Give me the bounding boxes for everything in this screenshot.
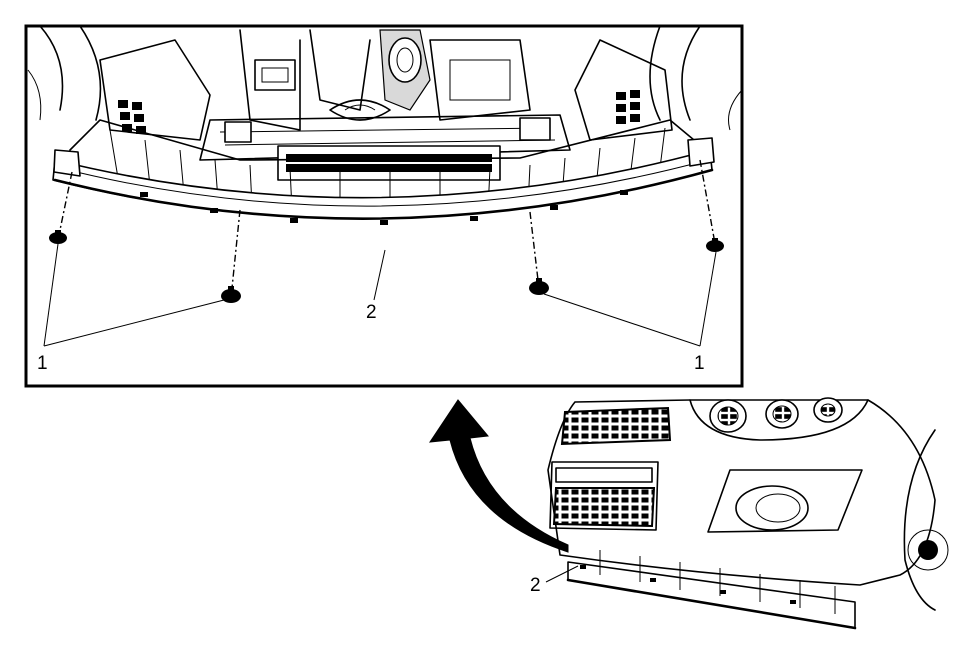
vehicle-front-overview: 2 (530, 397, 949, 630)
fastener-alignment-lines (59, 159, 715, 289)
push-pin-fastener (221, 286, 241, 303)
detail-frame (24, 24, 744, 388)
wheel-arch-right (649, 26, 742, 131)
lower-grille (549, 461, 659, 531)
push-pin-fastener (706, 238, 724, 252)
upper-grille (560, 406, 672, 446)
splash-shield-right (574, 39, 673, 141)
front-air-deflector (52, 137, 715, 225)
lower-grille-opening (277, 145, 501, 181)
front-wheel (903, 429, 949, 611)
detail-view: 1 1 2 (24, 24, 744, 388)
leader-lines (43, 243, 717, 347)
view-direction-arrow (428, 399, 569, 553)
callout-fastener-right: 1 (694, 353, 705, 374)
push-pin-fastener (529, 278, 549, 295)
callout-air-deflector-vehicle: 2 (530, 575, 541, 596)
push-pin-fastener (49, 230, 67, 244)
fog-lamp-bezel (707, 469, 863, 533)
vehicle-air-deflector (566, 550, 857, 630)
leader-line-vehicle (545, 565, 579, 583)
headlamp-assembly (689, 397, 869, 441)
wheel-arch-left (27, 26, 102, 121)
front-fascia (547, 399, 936, 586)
callout-air-deflector-detail: 2 (366, 302, 377, 323)
callout-fastener-left: 1 (37, 353, 48, 374)
engine-compartment (199, 29, 571, 161)
